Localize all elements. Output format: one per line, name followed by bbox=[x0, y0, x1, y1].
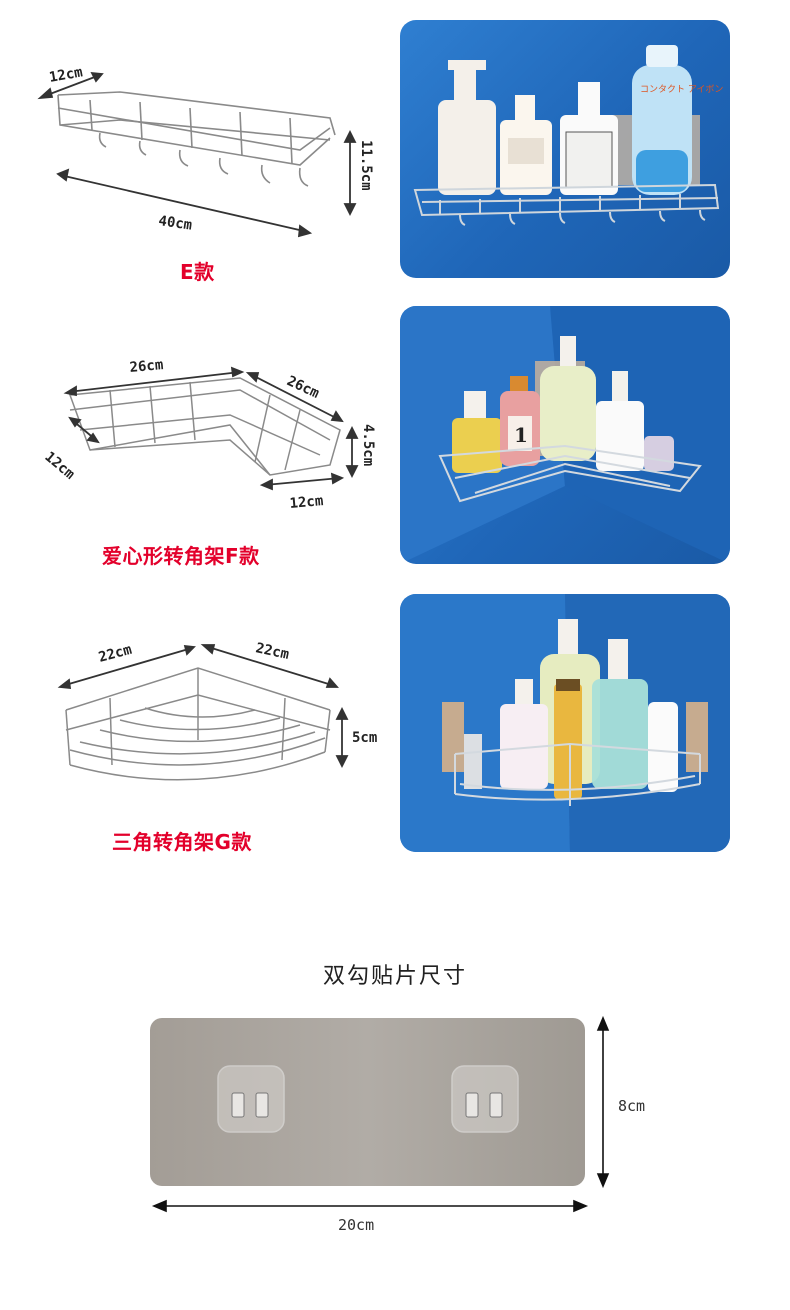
f-side-a-label: 26cm bbox=[129, 357, 164, 376]
product-e-caption: E款 bbox=[180, 260, 215, 284]
f-side-b-label: 26cm bbox=[284, 373, 321, 402]
g-side-b-label: 22cm bbox=[254, 640, 290, 663]
f-shelf-wire-icon bbox=[68, 377, 341, 476]
product-f-caption: 爱心形转角架F款 bbox=[102, 544, 260, 568]
sticker-width-label: 20cm bbox=[338, 1216, 374, 1234]
product-g-caption: 三角转角架G款 bbox=[112, 830, 252, 854]
g-side-a-label: 22cm bbox=[97, 642, 134, 666]
f-height-label: 4.5cm bbox=[360, 424, 376, 466]
f-bottle-label: 1 bbox=[514, 423, 528, 447]
product-g-diagram: 22cm 22cm 5cm bbox=[57, 640, 377, 781]
sticker-plate bbox=[150, 1018, 585, 1186]
e-height-label: 11.5cm bbox=[358, 140, 374, 191]
product-f-panel: 26cm 26cm 12cm 12cm 4.5cm 爱心形转角架F款 1 bbox=[0, 290, 790, 580]
product-e-panel: 12cm 40cm 11.5cm E款 コンタクト アイボン bbox=[0, 0, 790, 290]
f-inner-b-label: 12cm bbox=[289, 493, 324, 512]
product-e-photo: コンタクト アイボン bbox=[400, 20, 730, 278]
product-g-panel: 22cm 22cm 5cm 三角转角架G款 bbox=[0, 580, 790, 870]
product-e-diagram: 12cm 40cm 11.5cm bbox=[37, 64, 374, 238]
hook-icon bbox=[451, 1065, 519, 1133]
f-inner-a-label: 12cm bbox=[41, 449, 77, 483]
e-shelf-wire-icon bbox=[57, 91, 336, 187]
product-f-photo: 1 bbox=[400, 306, 730, 564]
hook-icon bbox=[217, 1065, 285, 1133]
g-height-label: 5cm bbox=[352, 730, 377, 746]
e-bottle-label: コンタクト アイボン bbox=[640, 84, 723, 95]
e-depth-label: 12cm bbox=[48, 64, 84, 86]
product-f-diagram: 26cm 26cm 12cm 12cm 4.5cm bbox=[41, 357, 376, 512]
product-g-photo bbox=[400, 594, 730, 852]
e-width-label: 40cm bbox=[157, 213, 193, 234]
sticker-diagram: 8cm 20cm bbox=[150, 1015, 645, 1234]
g-shelf-wire-icon bbox=[65, 667, 331, 781]
sticker-height-label: 8cm bbox=[618, 1097, 645, 1115]
sticker-title: 双勾贴片尺寸 bbox=[322, 964, 467, 989]
